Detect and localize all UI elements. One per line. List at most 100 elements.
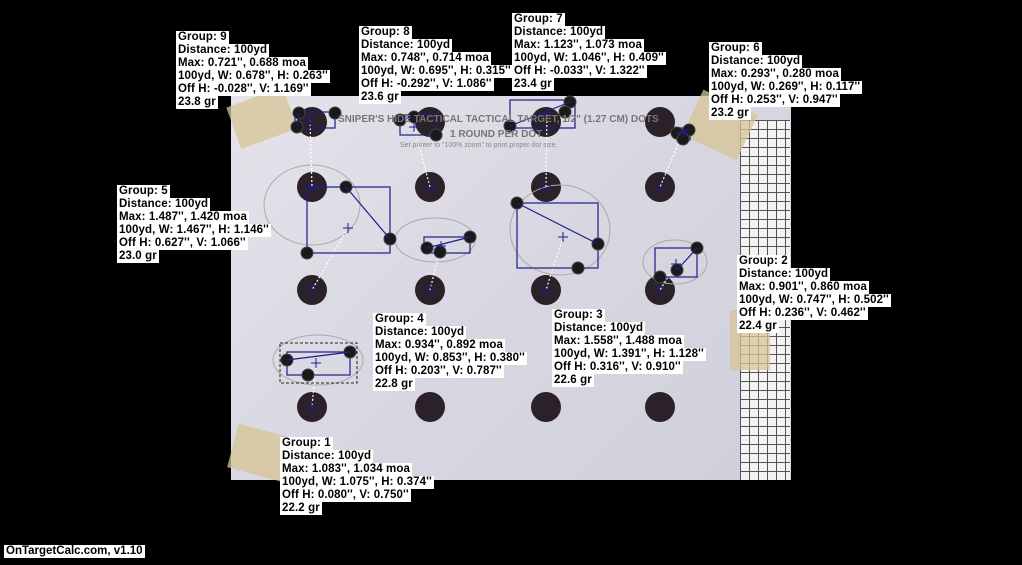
max-spread-line: [426, 236, 471, 249]
aiming-dot: [645, 172, 675, 202]
group-label-line: Group: 9: [176, 31, 229, 44]
group-label-line: Distance: 100yd: [552, 322, 646, 335]
max-spread-line: [516, 202, 599, 245]
group-label-line: Off H: -0.033'', V: 1.322'': [512, 65, 647, 78]
group-label-line: 100yd, W: 1.075'', H: 0.374'': [280, 476, 434, 489]
group-label-line: Group: 5: [117, 185, 170, 198]
group-label-line: Group: 1: [280, 437, 333, 450]
group-label-line: 100yd, W: 0.747'', H: 0.502'': [737, 294, 891, 307]
group-label-line: Off H: 0.203'', V: 0.787'': [373, 365, 504, 378]
group-label-line: Distance: 100yd: [176, 44, 270, 57]
group-label-line: Group: 3: [552, 309, 605, 322]
group-label-line: 100yd, W: 0.853'', H: 0.380'': [373, 352, 527, 365]
group-label-line: Off H: 0.627'', V: 1.066'': [117, 237, 248, 250]
group-label-line: 23.2 gr: [709, 107, 751, 120]
group-label-line: Max: 1.487'', 1.420 moa: [117, 211, 249, 224]
bullet-hole: [429, 128, 443, 142]
group-label-line: Distance: 100yd: [737, 268, 831, 281]
group-label-line: Max: 0.721'', 0.688 moa: [176, 57, 308, 70]
group-label-line: Group: 2: [737, 255, 790, 268]
aim-point-marker: [541, 285, 551, 295]
group-label-line: Group: 6: [709, 42, 762, 55]
aim-point-marker: [307, 182, 317, 192]
offset-line: [311, 362, 317, 408]
group-extent-box: [654, 247, 698, 278]
group-label-line: Max: 0.748'', 0.714 moa: [359, 52, 491, 65]
aiming-dot: [531, 392, 561, 422]
group-label-line: 22.2 gr: [280, 502, 322, 515]
max-spread-line: [676, 247, 698, 271]
aim-point-marker: [307, 285, 317, 295]
app-version-footer: OnTargetCalc.com, v1.10: [4, 545, 145, 558]
drawn-ellipse: [642, 239, 708, 285]
max-spread-line: [345, 186, 391, 240]
aiming-dot: [415, 172, 445, 202]
group-label-line: Max: 1.123'', 1.073 moa: [512, 39, 644, 52]
group-label-line: 22.4 gr: [737, 320, 779, 333]
aim-point-marker: [655, 182, 665, 192]
target-subheader: 1 ROUND PER DOT: [450, 129, 543, 140]
aim-point-marker: [307, 402, 317, 412]
group-label-line: 100yd, W: 1.046'', H: 0.409'': [512, 52, 666, 65]
group-label-line: Group: 4: [373, 313, 426, 326]
max-spread-line: [286, 351, 351, 361]
group-label-line: Off H: 0.316'', V: 0.910'': [552, 361, 683, 374]
group-label-line: Off H: 0.236'', V: 0.462'': [737, 307, 868, 320]
bullet-hole: [328, 106, 342, 120]
group-label-line: Distance: 100yd: [280, 450, 374, 463]
group-label-line: 22.6 gr: [552, 374, 594, 387]
group-label-line: Off H: -0.028'', V: 1.169'': [176, 83, 311, 96]
group-extent-box: [294, 111, 336, 129]
aim-point-marker: [541, 182, 551, 192]
target-header: SNIPER'S HIDE TACTICAL TACTICAL TARGET, …: [338, 114, 659, 125]
max-spread-line: [399, 116, 415, 121]
aiming-dot: [531, 275, 561, 305]
group-extent-box: [509, 99, 576, 129]
aim-point-marker: [425, 182, 435, 192]
aiming-dot: [645, 275, 675, 305]
bullet-hole: [571, 261, 585, 275]
group-label-line: 23.6 gr: [359, 91, 401, 104]
aiming-dot: [415, 392, 445, 422]
aim-point-marker: [655, 285, 665, 295]
group-label-line: Max: 0.934'', 0.892 moa: [373, 339, 505, 352]
group-label-line: Group: 7: [512, 13, 565, 26]
bullet-hole: [301, 368, 315, 382]
group-label-line: Max: 0.901'', 0.860 moa: [737, 281, 869, 294]
aiming-dot: [645, 107, 675, 137]
group-label-line: 23.0 gr: [117, 250, 159, 263]
group-label-line: Group: 8: [359, 26, 412, 39]
group-extent-box: [516, 202, 599, 269]
drawn-ellipse: [263, 164, 361, 246]
drawn-ellipse: [272, 334, 364, 386]
bullet-hole: [653, 270, 667, 284]
bullet-hole: [433, 245, 447, 259]
group-label-line: Distance: 100yd: [709, 55, 803, 68]
selection-box: [279, 342, 358, 384]
group-label-line: Distance: 100yd: [359, 39, 453, 52]
group-label-line: 23.8 gr: [176, 96, 218, 109]
group-label-line: Distance: 100yd: [373, 326, 467, 339]
offset-line: [429, 245, 442, 291]
group-label-line: 100yd, W: 0.695'', H: 0.315'': [359, 65, 513, 78]
group-label-line: 100yd, W: 0.269'', H: 0.117'': [709, 81, 863, 94]
group-label-line: Max: 1.083'', 1.034 moa: [280, 463, 412, 476]
drawn-ellipse: [509, 184, 611, 276]
group-label-line: Max: 0.293'', 0.280 moa: [709, 68, 841, 81]
offset-line: [309, 119, 313, 188]
bullet-hole: [300, 246, 314, 260]
target-note: Set printer to "100% zoom" to print prop…: [400, 142, 558, 149]
group-label-line: Off H: 0.253'', V: 0.947'': [709, 94, 840, 107]
group-label-line: 22.8 gr: [373, 378, 415, 391]
group-label-line: 100yd, W: 0.678'', H: 0.263'': [176, 70, 330, 83]
aiming-dot: [645, 392, 675, 422]
